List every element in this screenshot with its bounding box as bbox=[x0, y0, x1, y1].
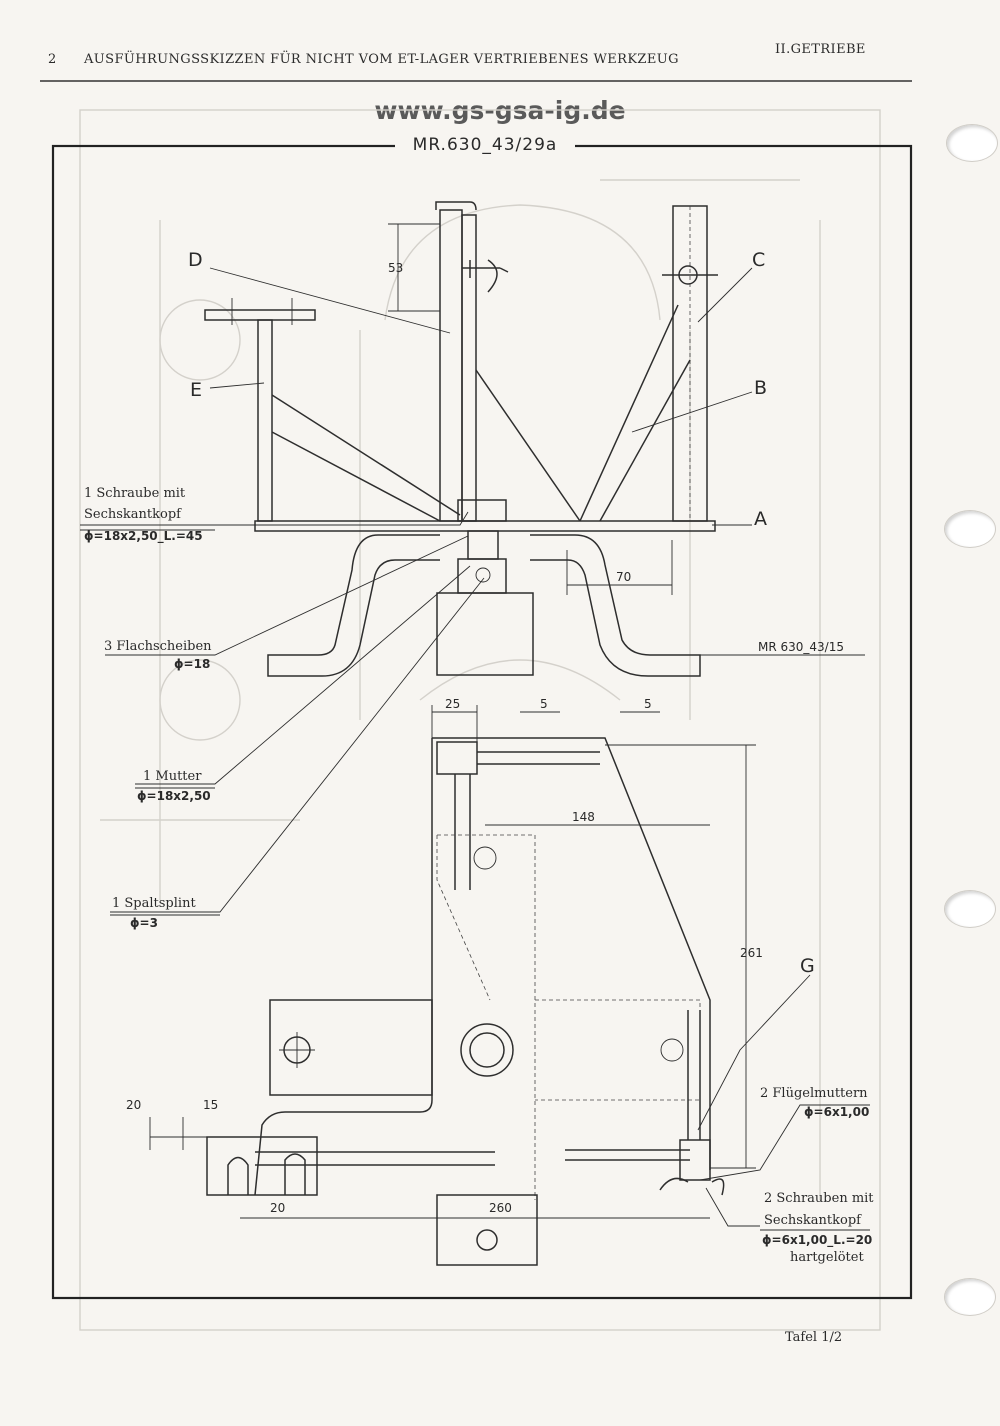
page-number: 2 bbox=[48, 52, 57, 67]
callout-schrauben-title-1: 2 Schrauben mit bbox=[764, 1191, 874, 1206]
callout-mutter-title: 1 Mutter bbox=[143, 769, 202, 784]
callout-fluegelmuttern-spec: ϕ=6x1,00 bbox=[804, 1105, 869, 1119]
header-title: AUSFÜHRUNGSSKIZZEN FÜR NICHT VOM ET-LAGE… bbox=[84, 52, 679, 67]
callout-fluegelmuttern-title: 2 Flügelmuttern bbox=[760, 1086, 868, 1101]
callout-schraube-title-1: 1 Schraube mit bbox=[84, 486, 186, 501]
callout-schrauben-title-2: Sechskantkopf bbox=[764, 1213, 862, 1228]
reference-part-label: MR 630_43/15 bbox=[758, 640, 844, 654]
lower-view bbox=[149, 705, 756, 1266]
leader-lines bbox=[80, 267, 870, 1227]
dim-15: 15 bbox=[203, 1098, 218, 1112]
header-section: II.GETRIEBE bbox=[775, 42, 866, 57]
part-letter-c: C bbox=[752, 249, 765, 271]
callout-spaltsplint-title: 1 Spaltsplint bbox=[112, 896, 196, 911]
callout-mutter-spec: ϕ=18x2,50 bbox=[137, 789, 211, 803]
dim-148: 148 bbox=[572, 810, 595, 824]
show-through-ghost bbox=[79, 109, 881, 1331]
upper-view bbox=[204, 201, 718, 677]
part-letter-b: B bbox=[754, 377, 767, 399]
callout-spaltsplint-spec: ϕ=3 bbox=[130, 916, 158, 930]
callout-schrauben-note: hartgelötet bbox=[790, 1250, 864, 1265]
binder-hole-3 bbox=[944, 890, 996, 928]
callout-flachscheiben-title: 3 Flachscheiben bbox=[104, 639, 212, 654]
callout-schraube-title-2: Sechskantkopf bbox=[84, 507, 182, 522]
part-letter-g: G bbox=[800, 955, 815, 977]
dim-53: 53 bbox=[388, 261, 403, 275]
drawing-number: MR.630_43/29a bbox=[395, 135, 575, 155]
callout-schrauben-spec: ϕ=6x1,00_L.=20 bbox=[762, 1233, 872, 1248]
dim-5-a: 5 bbox=[540, 697, 548, 711]
dim-70: 70 bbox=[616, 570, 631, 584]
callout-flachscheiben-spec: ϕ=18 bbox=[174, 657, 210, 671]
dim-25: 25 bbox=[445, 697, 460, 711]
sheet-number: Tafel 1/2 bbox=[785, 1330, 843, 1345]
binder-hole-2 bbox=[944, 510, 996, 548]
dim-261: 261 bbox=[740, 946, 763, 960]
dim-20-a: 20 bbox=[126, 1098, 141, 1112]
part-letter-e: E bbox=[190, 379, 202, 401]
part-letter-a: A bbox=[754, 508, 767, 530]
callout-schraube-spec: ϕ=18x2,50_L.=45 bbox=[84, 529, 203, 544]
binder-hole-1 bbox=[946, 124, 998, 162]
part-letter-d: D bbox=[188, 249, 203, 271]
dim-5-b: 5 bbox=[644, 697, 652, 711]
dim-20-b: 20 bbox=[270, 1201, 285, 1215]
dim-260: 260 bbox=[489, 1201, 512, 1215]
binder-hole-4 bbox=[944, 1278, 996, 1316]
